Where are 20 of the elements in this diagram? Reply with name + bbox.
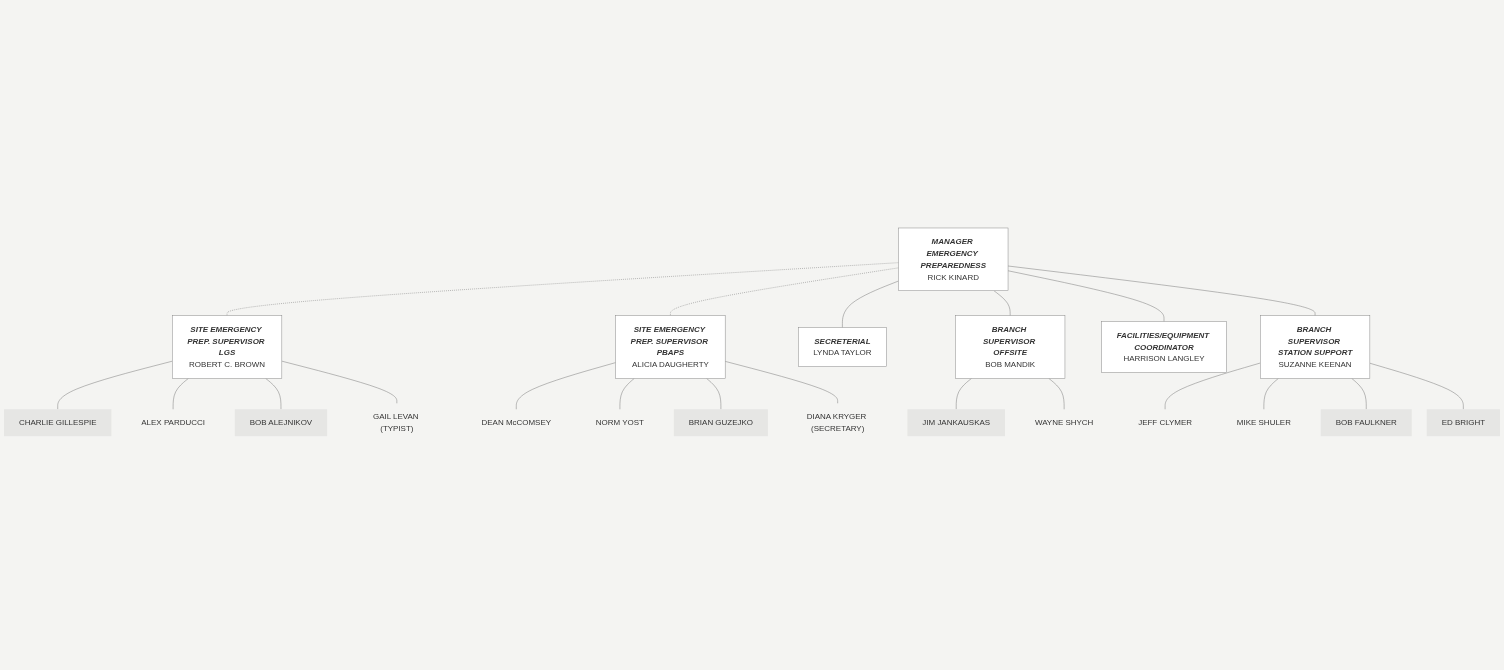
- connector: [1164, 362, 1261, 410]
- connector: [619, 378, 635, 410]
- connector: [226, 262, 899, 316]
- connector: [1007, 270, 1165, 322]
- connector: [1263, 378, 1279, 410]
- connector: [724, 361, 838, 404]
- connector: [516, 362, 616, 410]
- connector: [1369, 362, 1464, 410]
- connector: [1351, 378, 1367, 410]
- connector: [955, 378, 972, 410]
- connector: [1048, 378, 1065, 410]
- connector: [842, 280, 899, 328]
- connector: [281, 360, 398, 404]
- connector: [706, 378, 722, 410]
- connector: [1007, 265, 1316, 316]
- connector: [57, 360, 173, 410]
- connector: [172, 378, 189, 410]
- connector: [993, 290, 1011, 316]
- connector: [670, 267, 899, 316]
- connector: [265, 378, 282, 410]
